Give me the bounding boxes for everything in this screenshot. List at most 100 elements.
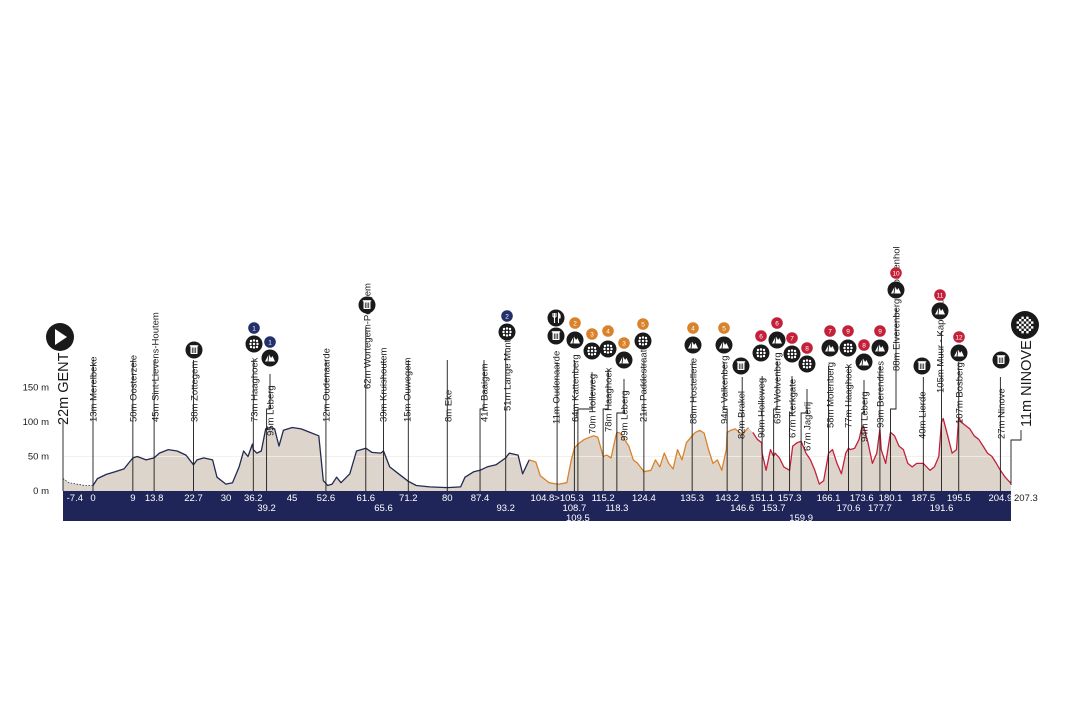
waypoint: 62m Wortegem-Petegem	[358, 283, 376, 491]
waypoint-markers: 13m Merelbeke 50m Oosterzele 45m Sint-Liev…	[89, 246, 1010, 491]
badge-number: 6	[755, 330, 767, 342]
km-label: 93.2	[496, 503, 515, 514]
badge-number: 1	[264, 336, 276, 348]
profile-line-final-part	[752, 416, 1012, 485]
waypoint-label: 107m Bosberg	[955, 362, 966, 424]
y-tick-label: 50 m	[28, 452, 49, 463]
waypoint: 82m Brakel	[732, 357, 750, 491]
waypoint-label: 50m Oosterzele	[129, 355, 140, 422]
km-label: 170.6	[837, 503, 861, 514]
badge-number: 8	[858, 339, 870, 351]
waypoint-label: 51m Lange Munte	[503, 334, 514, 411]
badge-number: 1	[248, 322, 260, 334]
svg-text:7: 7	[828, 328, 832, 335]
km-label: 157.3	[778, 493, 802, 504]
waypoint-label: 69m Wolvenberg	[773, 352, 784, 424]
km-label: 180.1	[879, 493, 903, 504]
svg-text:1: 1	[252, 325, 256, 332]
waypoint: 11m Oudenaarde	[547, 309, 565, 491]
svg-text:1: 1	[268, 339, 272, 346]
waypoint: 8m Eke	[444, 360, 455, 491]
km-label: -7.4	[67, 493, 83, 504]
climb-icon	[931, 302, 949, 320]
km-label: 109.5	[566, 513, 590, 524]
km-label: 153.7	[762, 503, 786, 514]
badge-number: 5	[718, 322, 730, 334]
waypoint: 95m Leberg 1	[261, 336, 279, 491]
km-label: 104.8>105.3	[531, 493, 584, 504]
waypoint-label: 105m Muur - Kapelmuur	[936, 291, 947, 393]
badge-number: 7	[786, 332, 798, 344]
y-tick-label: 100 m	[23, 417, 49, 428]
climb-icon	[768, 331, 786, 349]
waypoint-label: 62m Wortegem-Petegem	[363, 283, 374, 389]
badge-number: 3	[586, 328, 598, 340]
climb-icon	[855, 353, 873, 371]
waypoint: 64m Kattenberg 2	[566, 317, 584, 491]
feed-zone-icon	[732, 357, 750, 375]
km-label: 65.6	[374, 503, 393, 514]
waypoint-label: 27m Ninove	[997, 388, 1008, 439]
km-label: 108.7	[562, 503, 586, 514]
svg-text:11: 11	[937, 292, 944, 299]
km-label: 177.7	[868, 503, 892, 514]
km-label: 115.2	[592, 493, 615, 504]
km-label: 30	[221, 493, 232, 504]
feed-zone-icon	[547, 327, 565, 345]
km-label: 80	[442, 493, 453, 504]
badge-number: 8	[801, 342, 813, 354]
restaurant-icon	[547, 309, 565, 327]
badge-number: 7	[824, 325, 836, 337]
svg-text:8: 8	[805, 345, 809, 352]
km-label: 61.6	[357, 493, 376, 504]
km-label: 13.8	[145, 493, 164, 504]
waypoint: 40m Lierde	[913, 357, 931, 491]
waypoint-label: 77m Haaghoek	[844, 363, 855, 428]
badge-number: 9	[874, 325, 886, 337]
waypoint: 38m Zottegem	[185, 341, 203, 491]
waypoint-label: 82m Brakel	[737, 391, 748, 439]
km-label: 45	[287, 493, 298, 504]
waypoint-label: 64m Kattenberg	[571, 354, 582, 422]
badge-number: 9	[842, 325, 854, 337]
km-label: 52.6	[317, 493, 336, 504]
waypoint-label: 95m Leberg	[266, 385, 277, 436]
climb-icon	[261, 349, 279, 367]
cobbles-icon	[783, 345, 801, 363]
waypoint: 58m Molenberg 7	[821, 325, 839, 491]
km-label: 0	[90, 493, 95, 504]
km-label: 135.3	[680, 493, 704, 504]
climb-icon	[566, 331, 584, 349]
svg-text:9: 9	[846, 328, 850, 335]
waypoint: 13m Merelbeke	[89, 357, 100, 491]
svg-text:10: 10	[892, 270, 900, 277]
waypoint-label: 78m Haaghoek	[604, 367, 615, 432]
svg-text:4: 4	[606, 328, 610, 335]
badge-number: 3	[618, 337, 630, 349]
waypoint: 39m Kruishoutem	[379, 347, 390, 491]
svg-text:7: 7	[790, 335, 794, 342]
climb-icon	[871, 339, 889, 357]
waypoint-label: 67m Kerkgate	[788, 379, 799, 438]
waypoint-label: 39m Kruishoutem	[379, 347, 390, 422]
svg-text:3: 3	[590, 331, 594, 338]
waypoint: 27m Ninove	[992, 351, 1010, 491]
waypoint-label: 45m Sint-Lievens-Houtem	[151, 312, 162, 422]
cobbles-icon	[245, 335, 263, 353]
svg-text:5: 5	[722, 325, 726, 332]
waypoint: 15m Ouwegem	[403, 357, 414, 491]
climb-icon	[950, 344, 968, 362]
km-end-label: 207.3	[1014, 493, 1038, 504]
km-label: 124.4	[632, 493, 656, 504]
badge-number: 2	[569, 317, 581, 329]
finish-label: 11m NINOVE	[1019, 340, 1035, 427]
waypoint-label: 58m Molenberg	[826, 362, 837, 428]
